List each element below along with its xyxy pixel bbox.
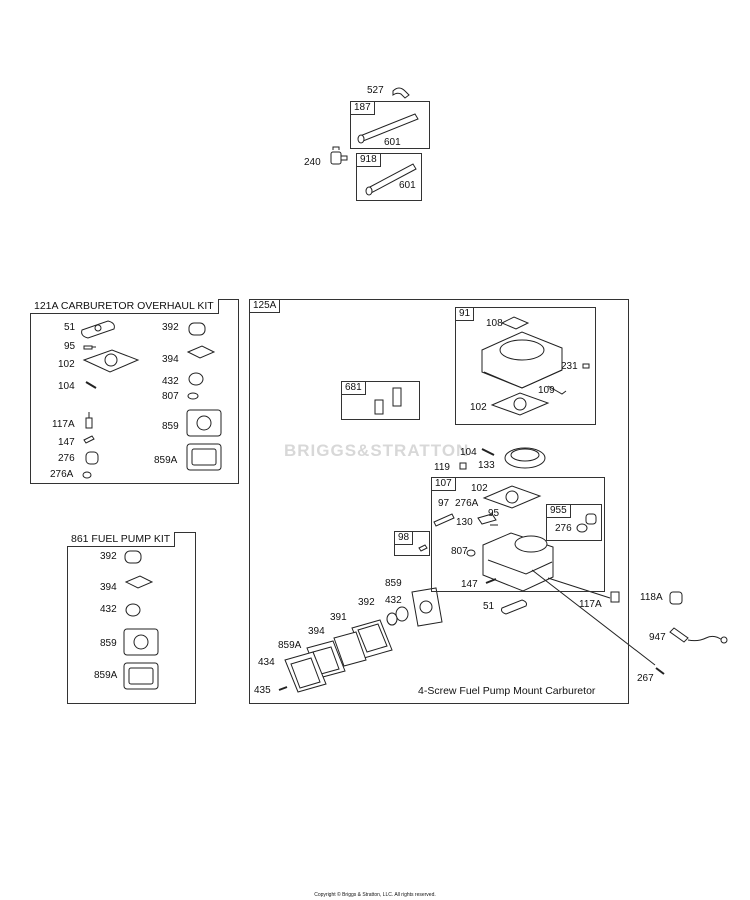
callout-117A-lower: 117A bbox=[579, 599, 602, 610]
pump-kit-callout-394: 394 bbox=[100, 582, 117, 593]
kit-callout-95: 95 bbox=[64, 341, 76, 352]
pump-kit-callout-859A: 859A bbox=[94, 670, 118, 681]
group-tag-918: 918 bbox=[356, 153, 381, 167]
brand-watermark: BRIGGS&STRATTON bbox=[284, 441, 470, 460]
kit-callout-392: 392 bbox=[162, 322, 179, 333]
callout-601: 601 bbox=[384, 137, 401, 148]
callout-432-pump: 432 bbox=[385, 595, 402, 606]
carb-assembly-tag: 125A bbox=[249, 299, 281, 313]
carb-assembly-art bbox=[278, 316, 620, 693]
group-tag-107: 107 bbox=[431, 477, 456, 491]
carb-overhaul-kit-title: 121A CARBURETOR OVERHAUL KIT bbox=[30, 299, 219, 314]
group-tag-91: 91 bbox=[455, 307, 475, 321]
callout-231: 231 bbox=[561, 361, 578, 372]
pump-kit-callout-392: 392 bbox=[100, 551, 117, 562]
kit-callout-394: 394 bbox=[162, 354, 179, 365]
group-box-187 bbox=[350, 101, 430, 149]
callout-108: 108 bbox=[486, 318, 503, 329]
callout-394-pump: 394 bbox=[308, 626, 325, 637]
callout-391: 391 bbox=[330, 612, 347, 623]
callout-51-lower: 51 bbox=[483, 601, 495, 612]
kit-callout-102: 102 bbox=[58, 359, 75, 370]
carb-assembly-panel bbox=[249, 299, 629, 704]
kit-callout-807: 807 bbox=[162, 391, 179, 402]
fuel-pump-kit-title: 861 FUEL PUMP KIT bbox=[67, 532, 176, 547]
clip-part-527 bbox=[392, 87, 410, 99]
callout-104-mid: 104 bbox=[460, 447, 477, 458]
group-tag-955: 955 bbox=[546, 504, 571, 518]
callout-97: 97 bbox=[438, 498, 450, 509]
callout-947: 947 bbox=[649, 632, 666, 643]
copyright-footer: Copyright © Briggs & Stratton, LLC. All … bbox=[314, 892, 436, 898]
callout-276A-mid: 276A bbox=[455, 498, 479, 509]
group-tag-681: 681 bbox=[341, 381, 366, 395]
callout-102-mid: 102 bbox=[471, 483, 488, 494]
pump-kit-callout-432: 432 bbox=[100, 604, 117, 615]
outside-parts bbox=[655, 591, 728, 675]
kit-callout-51: 51 bbox=[64, 322, 76, 333]
callout-130: 130 bbox=[456, 517, 473, 528]
callout-118A: 118A bbox=[640, 592, 663, 603]
callout-859A-pump: 859A bbox=[278, 640, 302, 651]
callout-147-mid: 147 bbox=[461, 579, 478, 590]
tube-part-601 bbox=[357, 113, 419, 144]
tube-part-601-b bbox=[365, 163, 417, 196]
group-box-681 bbox=[341, 381, 420, 420]
group-box-107 bbox=[431, 477, 605, 592]
group-box-91 bbox=[455, 307, 596, 425]
kit-callout-147: 147 bbox=[58, 437, 75, 448]
callout-102-top: 102 bbox=[470, 402, 487, 413]
fuel-pump-kit-parts bbox=[123, 550, 159, 690]
fitting-part-240 bbox=[330, 146, 348, 165]
callout-601-b: 601 bbox=[399, 180, 416, 191]
callout-133: 133 bbox=[478, 460, 495, 471]
kit-callout-104: 104 bbox=[58, 381, 75, 392]
leader-lines bbox=[531, 569, 656, 666]
callout-859-pump: 859 bbox=[385, 578, 402, 589]
carb-kit-parts bbox=[81, 320, 222, 479]
callout-119: 119 bbox=[434, 462, 450, 473]
group-box-955 bbox=[546, 504, 602, 541]
callout-267: 267 bbox=[637, 673, 654, 684]
pump-kit-callout-859: 859 bbox=[100, 638, 117, 649]
callout-435: 435 bbox=[254, 685, 271, 696]
callout-240: 240 bbox=[304, 157, 321, 168]
kit-callout-432: 432 bbox=[162, 376, 179, 387]
fuel-pump-kit-panel bbox=[67, 532, 196, 704]
callout-109: 109 bbox=[538, 385, 555, 396]
kit-callout-117A: 117A bbox=[52, 419, 75, 430]
group-tag-98: 98 bbox=[394, 531, 414, 545]
callout-392-pump: 392 bbox=[358, 597, 375, 608]
kit-callout-859: 859 bbox=[162, 421, 179, 432]
kit-callout-276: 276 bbox=[58, 453, 75, 464]
callout-276-mid: 276 bbox=[555, 523, 572, 534]
callout-807-mid: 807 bbox=[451, 546, 468, 557]
kit-callout-859A: 859A bbox=[154, 455, 178, 466]
callout-527: 527 bbox=[367, 85, 384, 96]
group-tag-187: 187 bbox=[350, 101, 375, 115]
group-box-918 bbox=[356, 153, 422, 201]
kit-callout-276A: 276A bbox=[50, 469, 74, 480]
assembly-caption: 4-Screw Fuel Pump Mount Carburetor bbox=[418, 685, 596, 697]
callout-95-mid: 95 bbox=[488, 508, 500, 519]
callout-434: 434 bbox=[258, 657, 275, 668]
